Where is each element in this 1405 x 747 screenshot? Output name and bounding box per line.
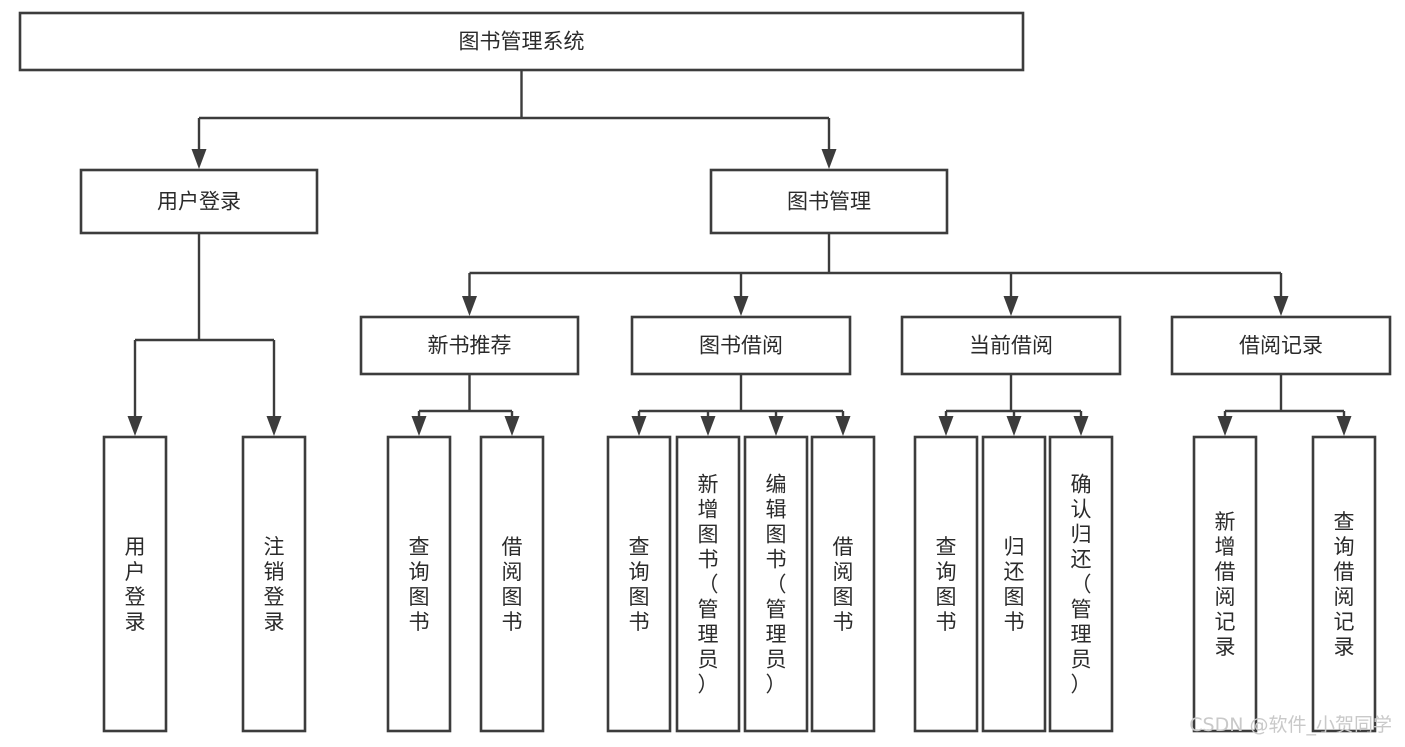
arrow-head-icon bbox=[631, 416, 647, 436]
arrow-head-icon bbox=[1073, 416, 1089, 436]
node-label-leaf-query-book-cur: 查询图书 bbox=[936, 535, 957, 634]
node-label-user-login: 用户登录 bbox=[157, 190, 241, 214]
node-leaf-add-record[interactable]: 新增借阅记录 bbox=[1192, 435, 1258, 733]
arrow-head-icon bbox=[835, 416, 851, 436]
node-leaf-edit-book[interactable]: 编辑图书（管理员） bbox=[743, 435, 809, 733]
arrow-head-icon bbox=[127, 416, 143, 436]
node-leaf-query-book[interactable]: 查询图书 bbox=[606, 435, 672, 733]
arrow-head-icon bbox=[462, 296, 477, 316]
node-box-root[interactable] bbox=[18, 11, 1025, 72]
node-box-leaf-query-book-rec[interactable] bbox=[386, 435, 452, 733]
node-label-leaf-borrow-book: 借阅图书 bbox=[833, 535, 854, 634]
node-box-new-book-recommend[interactable] bbox=[359, 315, 580, 376]
arrow-head-icon bbox=[733, 296, 749, 316]
node-leaf-query-book-rec[interactable]: 查询图书 bbox=[386, 435, 452, 733]
arrow-head-icon bbox=[821, 149, 837, 169]
node-box-leaf-user-login[interactable] bbox=[102, 435, 168, 733]
node-leaf-query-record[interactable]: 查询借阅记录 bbox=[1311, 435, 1377, 733]
node-label-leaf-return-book: 归还图书 bbox=[1004, 535, 1025, 634]
node-label-book-borrow: 图书借阅 bbox=[699, 334, 783, 358]
node-box-leaf-edit-book[interactable] bbox=[743, 435, 809, 733]
node-box-leaf-logout[interactable] bbox=[241, 435, 307, 733]
node-box-leaf-query-record[interactable] bbox=[1311, 435, 1377, 733]
connector-lines bbox=[127, 70, 1352, 436]
arrow-head-icon bbox=[411, 416, 427, 436]
node-leaf-return-book[interactable]: 归还图书 bbox=[981, 435, 1047, 733]
node-label-leaf-user-login: 用户登录 bbox=[125, 535, 146, 634]
node-box-borrow-record[interactable] bbox=[1170, 315, 1392, 376]
node-box-user-login[interactable] bbox=[79, 168, 319, 235]
node-label-root: 图书管理系统 bbox=[459, 30, 585, 54]
node-current-borrow[interactable]: 当前借阅 bbox=[900, 315, 1122, 376]
node-leaf-borrow-book[interactable]: 借阅图书 bbox=[810, 435, 876, 733]
arrow-head-icon bbox=[504, 416, 520, 436]
arrow-head-icon bbox=[1006, 416, 1022, 436]
arrow-head-icon bbox=[768, 416, 784, 436]
node-box-leaf-confirm-return[interactable] bbox=[1048, 435, 1114, 733]
node-label-leaf-edit-book: 编辑图书（管理员） bbox=[766, 473, 787, 697]
node-box-leaf-query-book[interactable] bbox=[606, 435, 672, 733]
node-borrow-record[interactable]: 借阅记录 bbox=[1170, 315, 1392, 376]
arrow-head-icon bbox=[1003, 296, 1019, 316]
node-leaf-borrow-book-rec[interactable]: 借阅图书 bbox=[479, 435, 545, 733]
node-box-current-borrow[interactable] bbox=[900, 315, 1122, 376]
node-label-leaf-confirm-return: 确认归还（管理员） bbox=[1071, 473, 1092, 697]
node-box-leaf-query-book-cur[interactable] bbox=[913, 435, 979, 733]
node-book-borrow[interactable]: 图书借阅 bbox=[630, 315, 852, 376]
node-box-leaf-borrow-book-rec[interactable] bbox=[479, 435, 545, 733]
node-label-leaf-borrow-book-rec: 借阅图书 bbox=[502, 535, 523, 634]
arrow-head-icon bbox=[938, 416, 954, 436]
csdn-watermark: CSDN @软件_小贺同学 bbox=[1189, 714, 1392, 736]
node-box-book-manage[interactable] bbox=[709, 168, 949, 235]
node-leaf-add-book[interactable]: 新增图书（管理员） bbox=[675, 435, 741, 733]
node-leaf-confirm-return[interactable]: 确认归还（管理员） bbox=[1048, 435, 1114, 733]
node-user-login[interactable]: 用户登录 bbox=[79, 168, 319, 235]
node-label-leaf-query-book-rec: 查询图书 bbox=[409, 535, 430, 634]
node-label-book-manage: 图书管理 bbox=[787, 190, 871, 214]
node-label-leaf-query-record: 查询借阅记录 bbox=[1334, 510, 1355, 659]
node-root[interactable]: 图书管理系统 bbox=[18, 11, 1025, 72]
arrow-head-icon bbox=[1217, 416, 1233, 436]
node-leaf-user-login[interactable]: 用户登录 bbox=[102, 435, 168, 733]
arrow-head-icon bbox=[191, 149, 207, 169]
node-leaf-logout[interactable]: 注销登录 bbox=[241, 435, 307, 733]
node-label-leaf-add-record: 新增借阅记录 bbox=[1215, 510, 1236, 659]
node-box-leaf-add-book[interactable] bbox=[675, 435, 741, 733]
arrow-head-icon bbox=[266, 416, 282, 436]
node-label-leaf-query-book: 查询图书 bbox=[629, 535, 650, 634]
node-new-book-recommend[interactable]: 新书推荐 bbox=[359, 315, 580, 376]
node-box-leaf-return-book[interactable] bbox=[981, 435, 1047, 733]
arrow-head-icon bbox=[1336, 416, 1352, 436]
node-boxes: 图书管理系统用户登录图书管理新书推荐图书借阅当前借阅借阅记录用户登录注销登录查询… bbox=[18, 11, 1392, 733]
node-box-leaf-add-record[interactable] bbox=[1192, 435, 1258, 733]
node-label-borrow-record: 借阅记录 bbox=[1239, 334, 1323, 358]
node-label-leaf-logout: 注销登录 bbox=[264, 535, 285, 634]
node-label-leaf-add-book: 新增图书（管理员） bbox=[698, 473, 719, 697]
node-box-book-borrow[interactable] bbox=[630, 315, 852, 376]
arrow-head-icon bbox=[700, 416, 716, 436]
node-box-leaf-borrow-book[interactable] bbox=[810, 435, 876, 733]
node-label-current-borrow: 当前借阅 bbox=[969, 334, 1053, 358]
node-leaf-query-book-cur[interactable]: 查询图书 bbox=[913, 435, 979, 733]
arrow-head-icon bbox=[1273, 296, 1289, 316]
node-label-new-book-recommend: 新书推荐 bbox=[428, 334, 512, 358]
node-book-manage[interactable]: 图书管理 bbox=[709, 168, 949, 235]
